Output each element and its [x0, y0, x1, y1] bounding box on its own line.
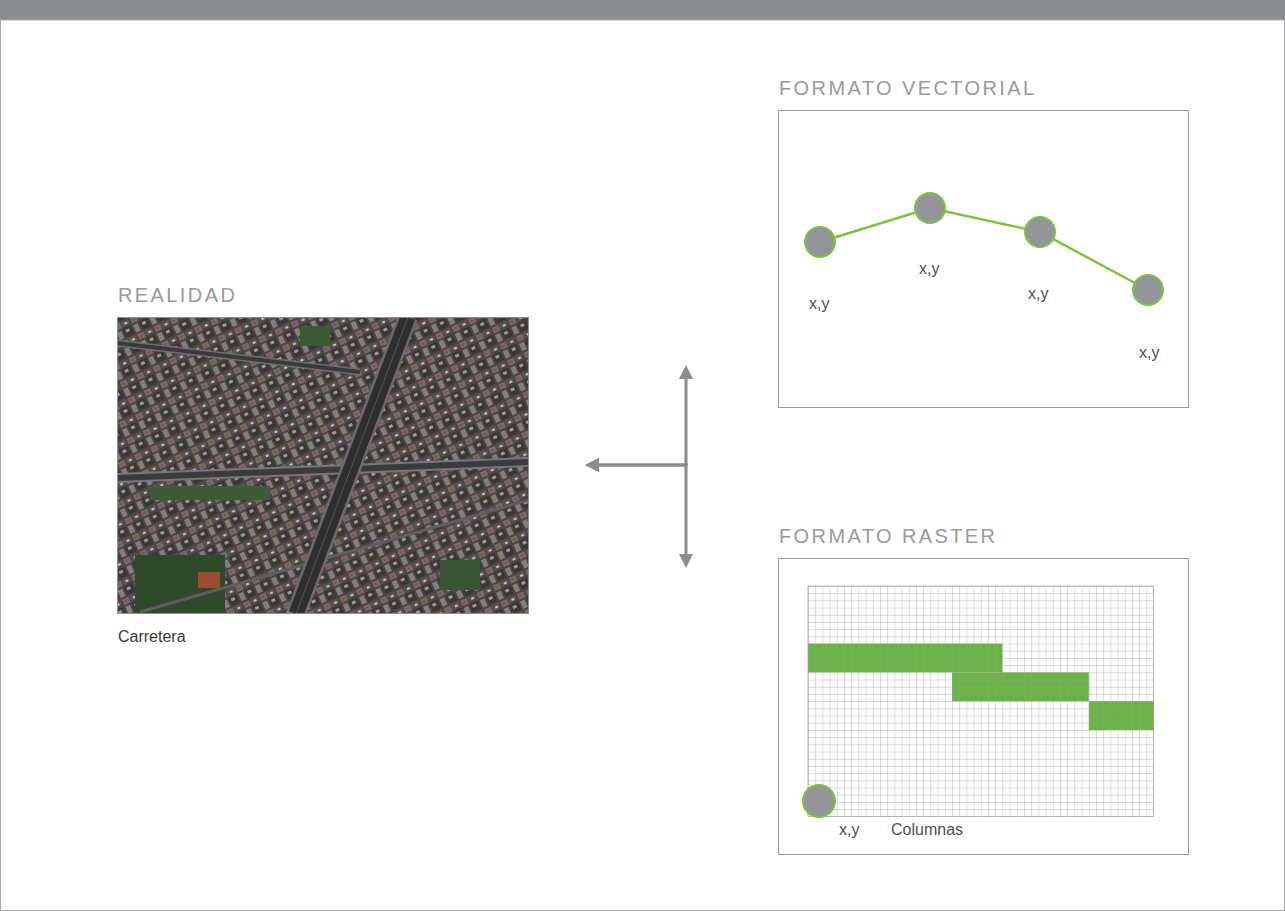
road	[117, 462, 529, 478]
satellite-image	[117, 317, 529, 614]
reality-panel: REALIDADCarretera	[117, 317, 529, 614]
outer-frame	[1, 20, 1285, 911]
park	[135, 555, 225, 614]
origin-point	[803, 785, 835, 817]
panel-heading: FORMATO RASTER	[779, 524, 997, 548]
vertex-point	[805, 227, 835, 257]
satellite-city	[117, 317, 529, 614]
vector-line	[820, 208, 1148, 290]
coordinate-label: x,y	[839, 820, 859, 840]
road	[117, 343, 360, 372]
satellite-ground	[117, 317, 529, 614]
image-caption: Carretera	[118, 627, 186, 647]
vector-drawing	[805, 193, 1163, 305]
raster-grid	[808, 586, 1154, 816]
vertex-point	[915, 193, 945, 223]
panel-heading: FORMATO VECTORIAL	[779, 76, 1037, 100]
coordinate-label: x,y	[919, 259, 939, 279]
rail-yard	[150, 486, 270, 500]
road	[117, 462, 529, 478]
highway-divider	[296, 317, 408, 614]
axis-label: Columnas	[891, 820, 963, 840]
panel-heading: REALIDAD	[118, 283, 237, 307]
coordinate-label: x,y	[809, 294, 829, 314]
road	[117, 343, 360, 372]
park	[440, 560, 480, 590]
raster-drawing	[803, 586, 1154, 817]
coordinate-label: x,y	[1139, 343, 1159, 363]
raster-grid-border	[808, 586, 1154, 816]
sports-field	[198, 572, 220, 588]
connector-arrow	[595, 375, 686, 465]
vertex-point	[1025, 217, 1055, 247]
top-bar	[0, 0, 1285, 20]
vector-panel: FORMATO VECTORIALx,yx,yx,yx,y	[778, 110, 1189, 408]
vertex-point	[1133, 275, 1163, 305]
raster-panel: FORMATO RASTERx,yColumnas	[778, 558, 1189, 855]
highway	[296, 317, 408, 614]
connector-arrow	[595, 465, 686, 558]
park	[300, 326, 330, 346]
coordinate-label: x,y	[1028, 284, 1048, 304]
highway	[296, 317, 408, 614]
